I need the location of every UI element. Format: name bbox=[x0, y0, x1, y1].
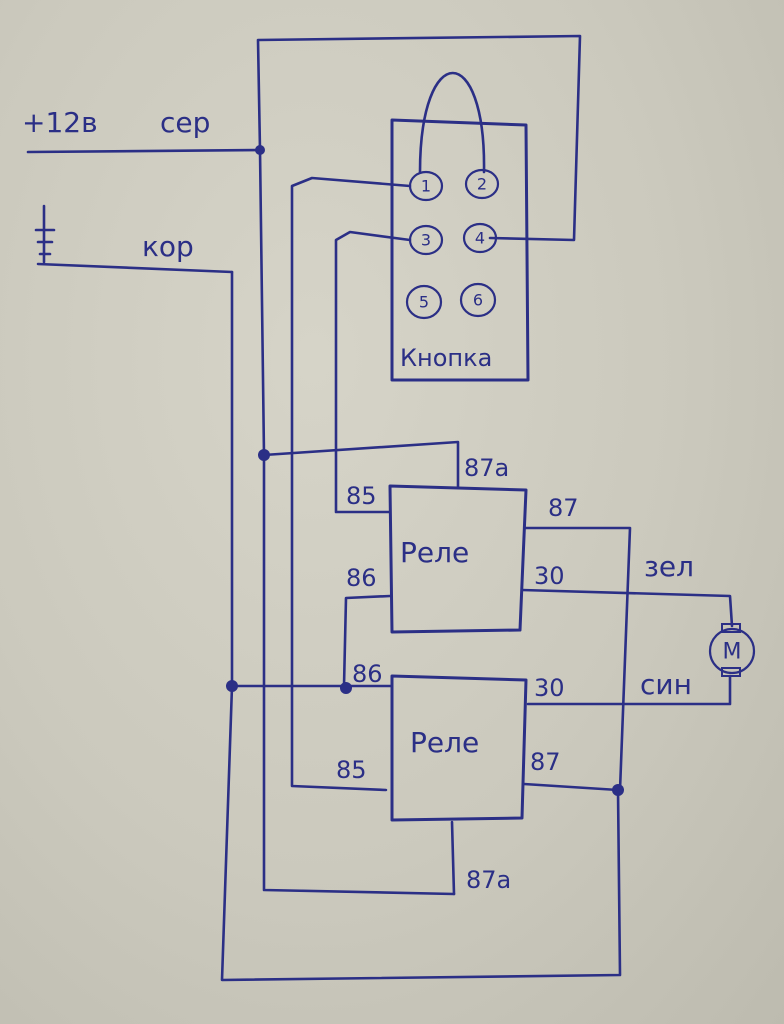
ground-to-86-top-wire bbox=[342, 594, 392, 688]
power-wire-color-label: сер bbox=[160, 106, 210, 139]
button-pin-6-label: 6 bbox=[473, 291, 483, 310]
button-pin-3-label: 3 bbox=[421, 231, 431, 250]
button-bridge-wire bbox=[418, 71, 486, 174]
motor-green-label: зел bbox=[644, 550, 694, 583]
relay-bottom-86-label: 86 bbox=[352, 660, 383, 688]
motor-blue-label: син bbox=[640, 668, 692, 701]
relay-top-87-label: 87 bbox=[548, 494, 579, 522]
motor-label: М bbox=[723, 640, 742, 665]
power-junction-dot bbox=[258, 449, 270, 461]
power-junction-dot bbox=[255, 145, 265, 155]
relay-bottom-box bbox=[390, 674, 528, 822]
relay-bottom-87a-label: 87а bbox=[466, 866, 511, 894]
button-block-label: Кнопка bbox=[400, 344, 492, 372]
relay-top-87a-label: 87а bbox=[464, 454, 509, 482]
relay-87-common-wire bbox=[524, 526, 632, 792]
relay-top-86-label: 86 bbox=[346, 564, 377, 592]
button-pin-5-label: 5 bbox=[419, 293, 429, 312]
relay-bottom-label: Реле bbox=[410, 726, 479, 759]
ground-wire-color-label: кор bbox=[142, 230, 194, 263]
power-input-label: +12в bbox=[22, 106, 98, 139]
relay-bottom-87-wire bbox=[522, 782, 620, 792]
motor-blue-wire bbox=[526, 674, 732, 706]
ground-bus-wire bbox=[220, 270, 622, 982]
button-pin-1-label: 1 bbox=[421, 177, 431, 196]
relay-bottom-87-label: 87 bbox=[530, 748, 561, 776]
power-bus-down-wire bbox=[258, 148, 456, 896]
ground-junction-dot bbox=[226, 680, 238, 692]
button-block: 1 2 3 4 5 6 Кнопка bbox=[390, 71, 530, 382]
button-pin-4 bbox=[462, 222, 498, 254]
button-pin-5 bbox=[405, 284, 443, 320]
button-pin-6 bbox=[459, 282, 497, 318]
motor-green-wire bbox=[520, 588, 734, 628]
relay-top-box bbox=[388, 484, 528, 634]
87-junction-dot bbox=[612, 784, 624, 796]
relay-top-label: Реле bbox=[400, 536, 469, 569]
ground-icon bbox=[34, 204, 56, 264]
button-pin-2 bbox=[464, 168, 500, 200]
relay-bottom-85-label: 85 bbox=[336, 756, 367, 784]
pin1-to-85-bottom-wire bbox=[290, 176, 412, 792]
relay-top-85-label: 85 bbox=[346, 482, 377, 510]
ground-input-wire bbox=[36, 262, 234, 274]
button-pin-2-label: 2 bbox=[477, 175, 487, 194]
button-pin-4-label: 4 bbox=[475, 229, 485, 248]
relay-bottom-30-label: 30 bbox=[534, 674, 565, 702]
power-input-wire bbox=[26, 148, 262, 154]
power-to-87a-bottom-wire bbox=[450, 820, 456, 896]
power-bus-wire bbox=[256, 34, 582, 242]
power-to-87a-top-wire bbox=[262, 440, 460, 490]
relay-top-30-label: 30 bbox=[534, 562, 565, 590]
pin3-to-85-top-wire bbox=[334, 230, 412, 514]
ground-junction-dot bbox=[340, 682, 352, 694]
motor-icon bbox=[708, 623, 756, 677]
